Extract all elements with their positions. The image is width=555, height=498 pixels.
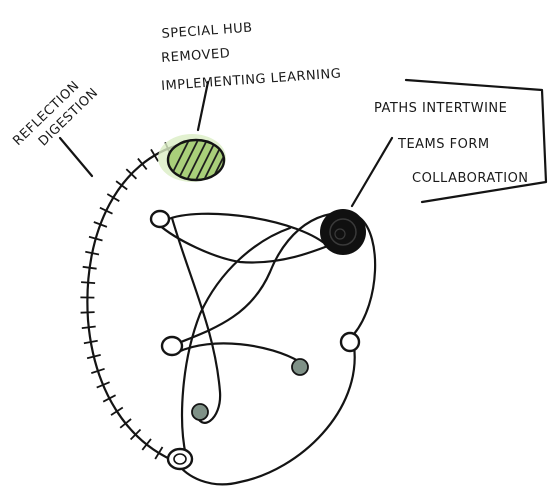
arc-hatch-tick xyxy=(107,194,119,201)
reflection-pointer xyxy=(60,138,92,176)
arc-hatch-tick xyxy=(82,327,96,329)
paths-line-1: PATHS INTERTWINE xyxy=(374,101,507,116)
node-icon xyxy=(341,333,359,351)
node-icon xyxy=(168,449,192,469)
paths-pointer xyxy=(352,138,392,206)
arc-hatch-tick xyxy=(155,447,162,459)
arc-hatch-tick xyxy=(151,149,158,161)
reflection-label: REFLECTION DIGESTION xyxy=(10,72,101,161)
dark-hub-icon xyxy=(320,209,366,255)
node-icon xyxy=(162,337,182,355)
arc-hatch-tick xyxy=(111,408,123,416)
paths-label-box: PATHS INTERTWINE TEAMS FORM COLLABORATIO… xyxy=(374,80,546,202)
hub-title: SPECIAL HUB xyxy=(161,21,253,42)
path-mid xyxy=(178,343,300,362)
arc-hatch-tick xyxy=(142,439,151,450)
reflection-arc xyxy=(87,144,182,460)
arc-hatch-tick xyxy=(116,181,127,189)
paths-line-2: TEAMS FORM xyxy=(397,137,490,152)
path-top xyxy=(166,214,330,248)
arc-hatches xyxy=(80,142,170,459)
arc-hatch-tick xyxy=(81,282,95,283)
hub-removed: REMOVED xyxy=(161,46,231,66)
filled-dot-icon xyxy=(192,404,208,420)
node-icon xyxy=(151,211,169,227)
hub-implementing: IMPLEMENTING LEARNING xyxy=(161,66,342,94)
hatched-hub-icon xyxy=(158,134,230,184)
hub-label: SPECIAL HUB REMOVED IMPLEMENTING LEARNIN… xyxy=(157,15,342,94)
arc-hatch-tick xyxy=(83,267,97,269)
arc-hatch-tick xyxy=(81,312,95,313)
filled-dot-icon xyxy=(292,359,308,375)
paths-line-3: COLLABORATION xyxy=(412,171,529,186)
arc-hatch-tick xyxy=(84,341,98,343)
